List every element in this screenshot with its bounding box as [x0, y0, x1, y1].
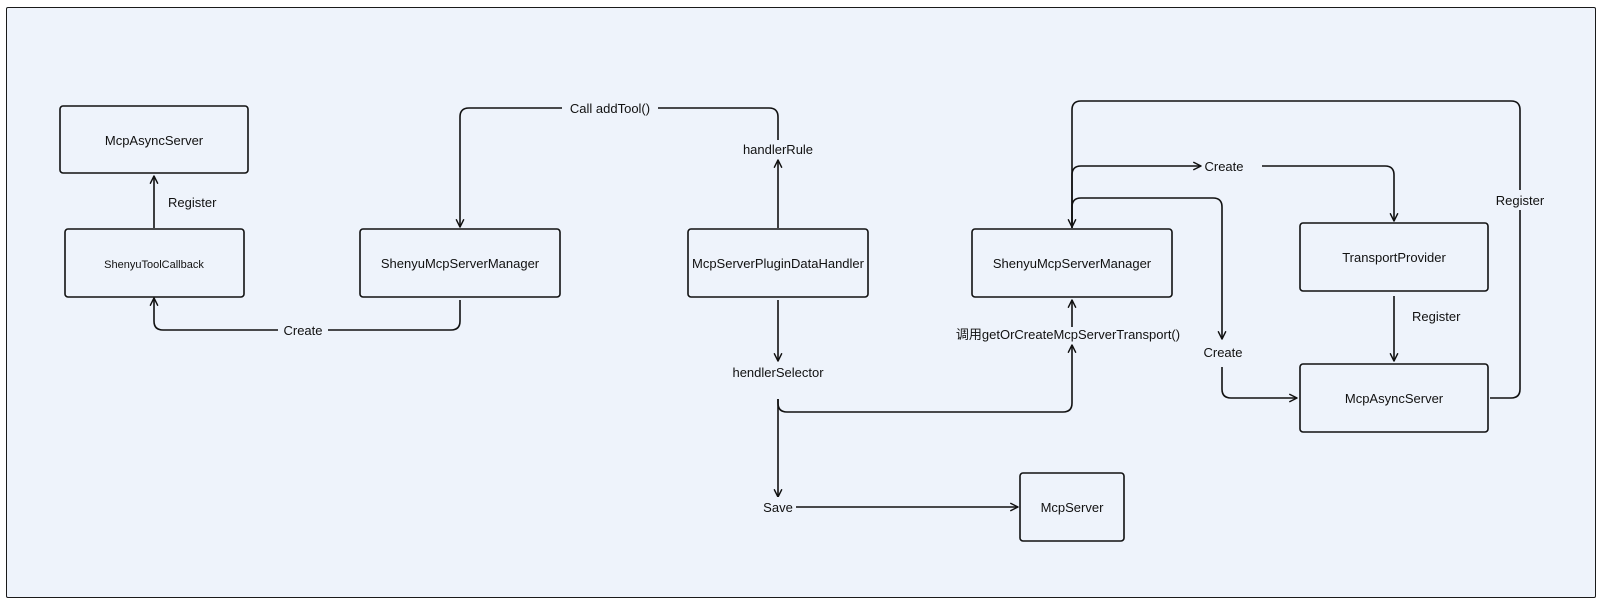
edge-get-or-create-transport	[777, 344, 1077, 413]
svg-text:hendlerSelector: hendlerSelector	[732, 365, 824, 380]
diagram-canvas	[6, 7, 1596, 598]
edge-call-add-tool	[455, 107, 779, 228]
node-transport-provider[interactable]: TransportProvider	[1299, 222, 1489, 292]
node-shenyu-mcp-server-manager-left[interactable]: ShenyuMcpServerManager	[359, 228, 561, 298]
svg-text:McpAsyncServer: McpAsyncServer	[1345, 391, 1444, 406]
node-shenyu-tool-callback[interactable]: ShenyuToolCallback	[64, 228, 245, 298]
node-mcp-server-plugin-data-handler[interactable]: McpServerPluginDataHandler	[687, 228, 869, 298]
label-handler-selector: hendlerSelector	[732, 365, 824, 380]
svg-text:TransportProvider: TransportProvider	[1342, 250, 1446, 265]
svg-text:McpAsyncServer: McpAsyncServer	[105, 133, 204, 148]
label-save: Save	[760, 497, 796, 517]
node-mcp-server[interactable]: McpServer	[1019, 472, 1125, 542]
svg-text:Register: Register	[1412, 309, 1461, 324]
svg-text:Register: Register	[168, 195, 217, 210]
svg-text:ShenyuMcpServerManager: ShenyuMcpServerManager	[993, 256, 1152, 271]
label-get-or-create-transport: 调用getOrCreateMcpServerTransport()	[956, 327, 1180, 342]
node-mcp-async-server-right[interactable]: McpAsyncServer	[1299, 363, 1489, 433]
svg-text:Register: Register	[1496, 193, 1545, 208]
edge-create-async-server	[1071, 197, 1298, 403]
edge-register-async-server-to-manager	[1067, 100, 1521, 399]
svg-text:McpServerPluginDataHandler: McpServerPluginDataHandler	[692, 256, 865, 271]
node-shenyu-mcp-server-manager-right[interactable]: ShenyuMcpServerManager	[971, 228, 1173, 298]
svg-text:调用getOrCreateMcpServerTranspor: 调用getOrCreateMcpServerTransport()	[956, 327, 1180, 342]
label-register-provider: Register	[1412, 309, 1461, 324]
svg-text:Call addTool(): Call addTool()	[570, 101, 650, 116]
label-create-transport-provider: Create	[1204, 159, 1243, 174]
svg-text:McpServer: McpServer	[1041, 500, 1105, 515]
label-call-add-tool: Call addTool()	[562, 98, 658, 118]
node-mcp-async-server-left[interactable]: McpAsyncServer	[59, 105, 249, 174]
svg-text:Save: Save	[763, 500, 793, 515]
label-register-left: Register	[168, 195, 217, 210]
edge-create-transport-provider	[1071, 161, 1399, 228]
svg-text:ShenyuToolCallback: ShenyuToolCallback	[104, 259, 204, 271]
svg-text:handlerRule: handlerRule	[743, 142, 813, 157]
label-handler-rule: handlerRule	[743, 142, 813, 157]
label-create-async-server: Create	[1200, 344, 1246, 362]
svg-text:ShenyuMcpServerManager: ShenyuMcpServerManager	[381, 256, 540, 271]
svg-text:Create: Create	[1204, 159, 1243, 174]
svg-text:Create: Create	[1203, 345, 1242, 360]
svg-text:Create: Create	[283, 323, 322, 338]
label-register-back: Register	[1494, 190, 1546, 210]
label-create-left: Create	[278, 320, 328, 340]
